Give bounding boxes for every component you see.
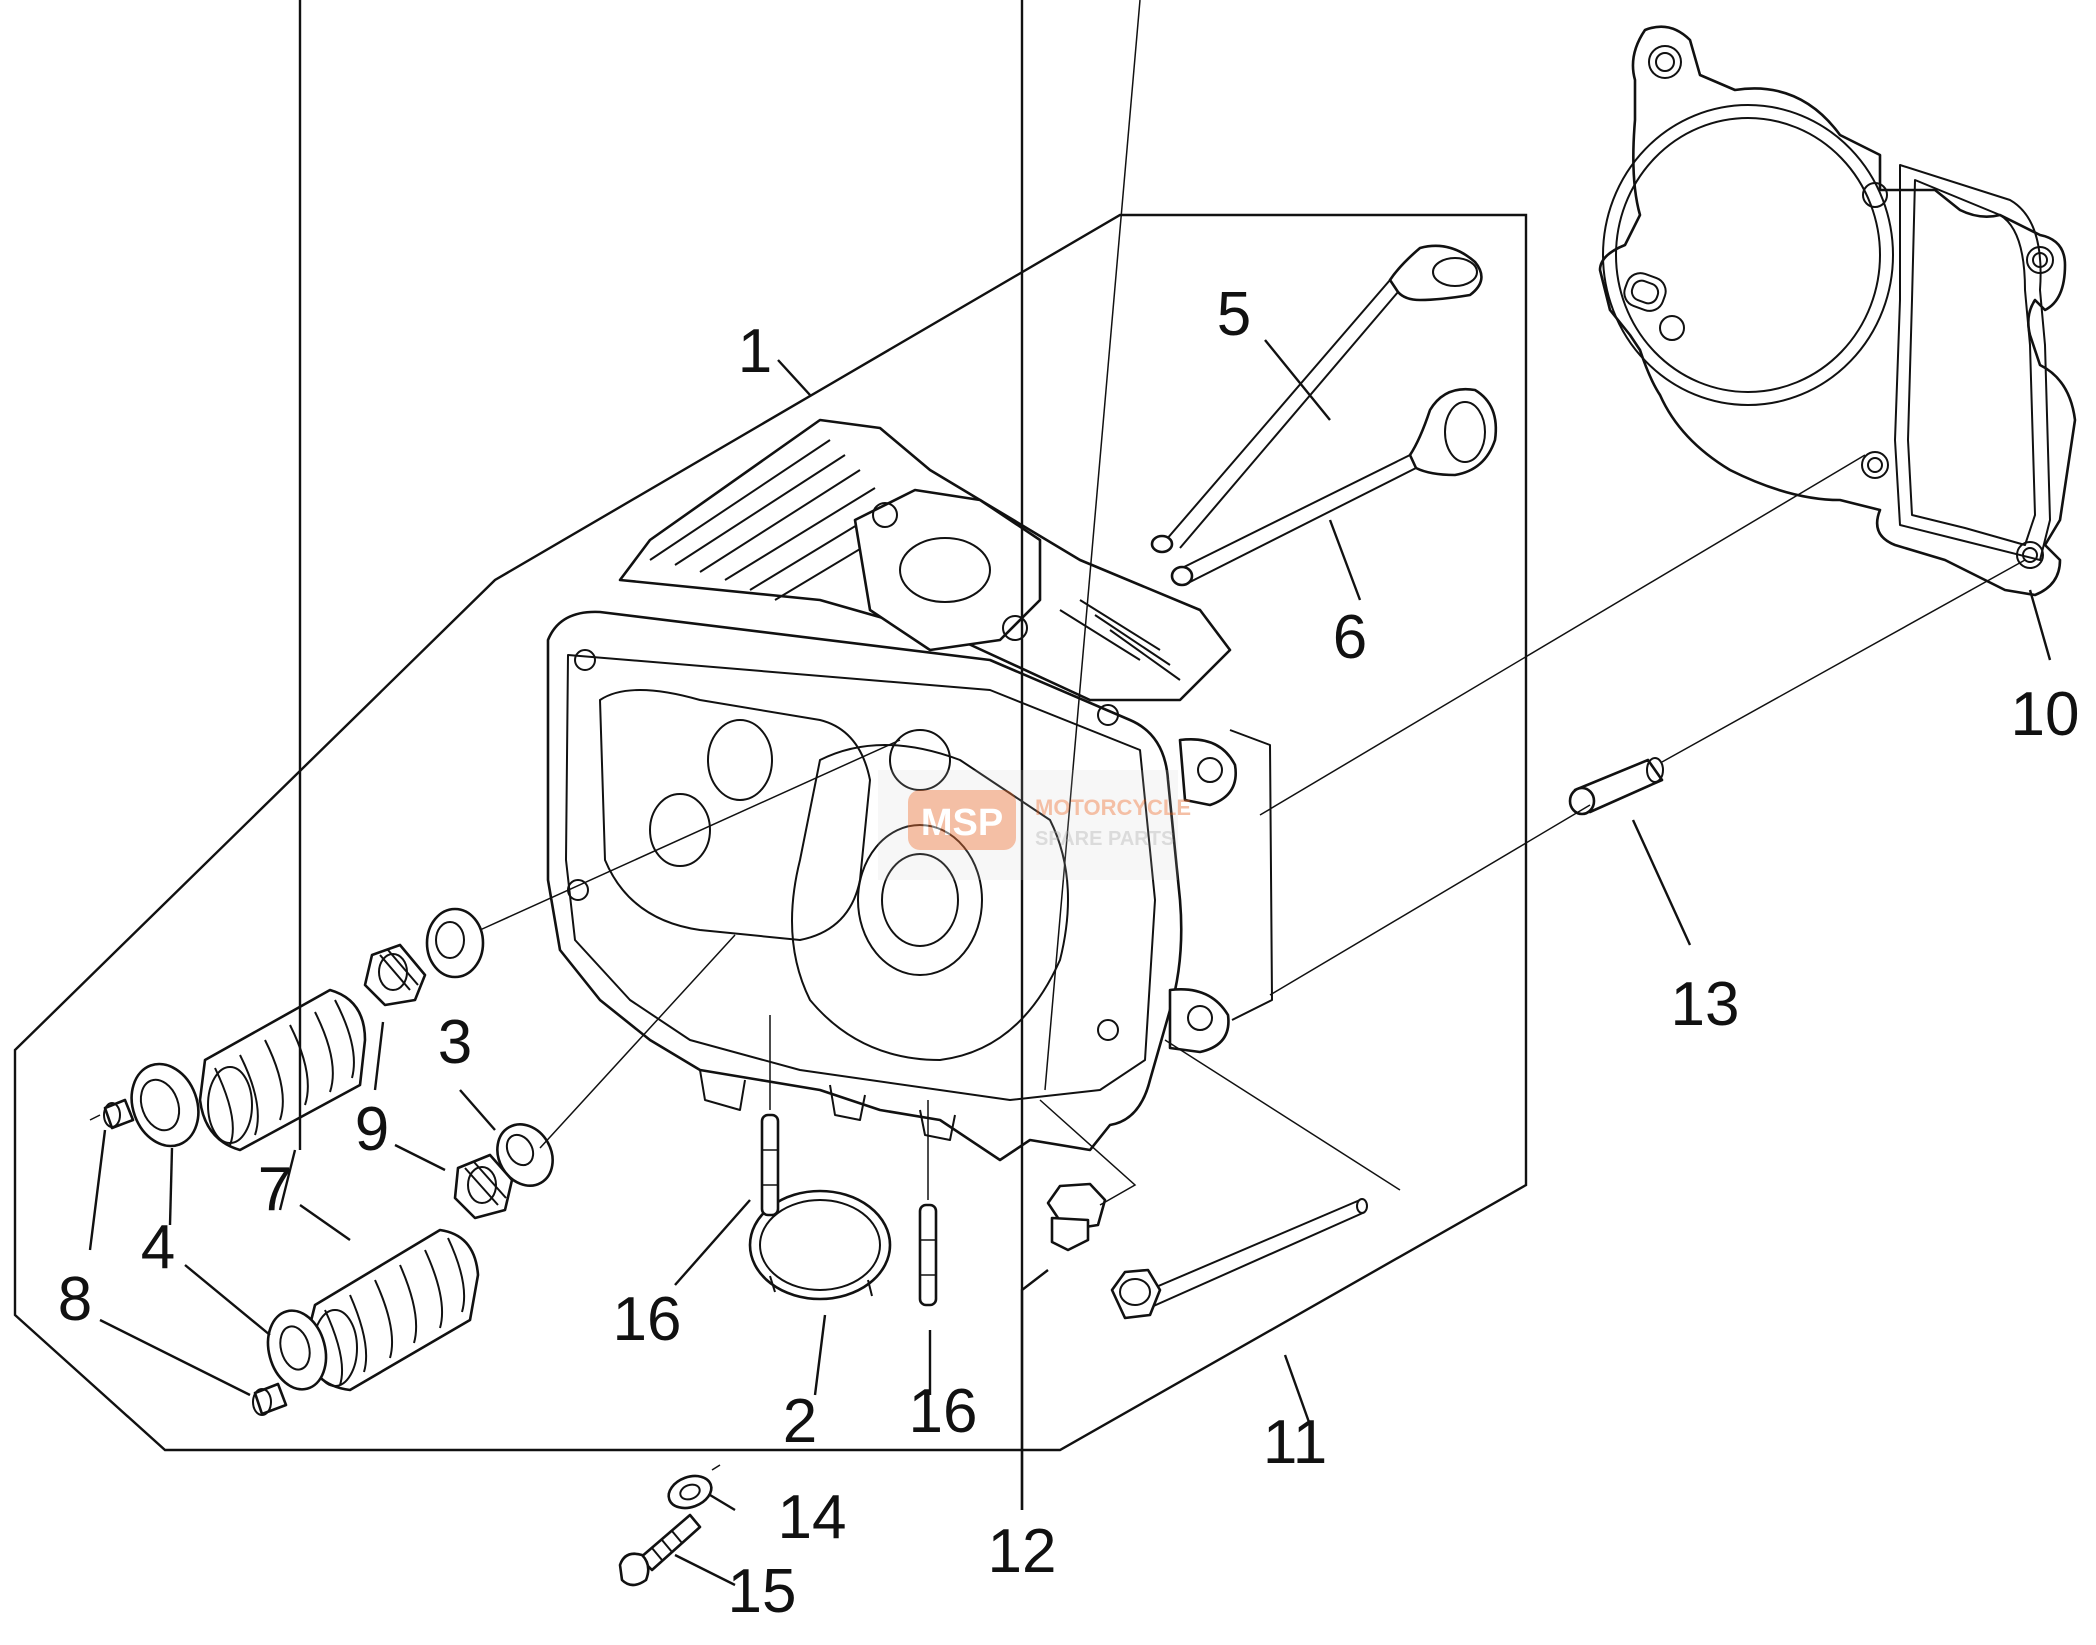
valve-spring-lower-part[interactable] [303, 1228, 480, 1392]
screw-part[interactable] [618, 1513, 702, 1587]
callout-9: 9 [355, 1095, 389, 1164]
callout-16-right: 16 [909, 1377, 978, 1446]
valve-oil-seal-lower-part[interactable] [453, 1153, 514, 1220]
callout-8: 8 [58, 1265, 92, 1334]
callout-16-left: 16 [613, 1285, 682, 1354]
callout-15: 15 [728, 1557, 797, 1626]
watermark-logo-icon: MSP [908, 790, 1016, 850]
valve-cotter-upper-part[interactable] [103, 1098, 135, 1130]
callout-2: 2 [783, 1387, 817, 1456]
callout-1: 1 [738, 317, 772, 386]
washer-part[interactable] [664, 1470, 716, 1513]
callout-7: 7 [258, 1155, 292, 1224]
leader-lines [88, 0, 2052, 1587]
callout-12: 12 [988, 1517, 1057, 1586]
valve-spring-upper-part[interactable] [198, 988, 367, 1152]
valve-cotter-lower-part[interactable] [252, 1382, 288, 1416]
callout-3: 3 [438, 1008, 472, 1077]
callout-13: 13 [1671, 970, 1740, 1039]
intake-valve-part[interactable] [1170, 387, 1498, 587]
watermark-line1: MOTORCYCLE [1035, 795, 1191, 820]
watermark: MSP MOTORCYCLE SPARE PARTS [878, 770, 1191, 880]
svg-text:MSP: MSP [921, 802, 1003, 844]
callout-10: 10 [2011, 680, 2080, 749]
dowel-16-left-part[interactable] [760, 1113, 780, 1217]
head-gasket-part[interactable] [1598, 25, 2077, 597]
long-stud-bolt-part[interactable] [1110, 1198, 1368, 1320]
valve-shim-upper-part[interactable] [425, 907, 485, 979]
exhaust-valve-part[interactable] [1150, 244, 1483, 554]
callout-11: 11 [1263, 1408, 1327, 1477]
callout-5: 5 [1217, 280, 1251, 349]
callout-4: 4 [141, 1213, 175, 1282]
watermark-line2: SPARE PARTS [1035, 828, 1174, 850]
spring-retainer-lower-part[interactable] [260, 1304, 335, 1396]
o-ring-part[interactable] [748, 1189, 892, 1301]
callout-14: 14 [778, 1483, 847, 1552]
dowel-pin-part[interactable] [1568, 757, 1664, 816]
plug-screw-part[interactable] [1046, 1182, 1107, 1252]
valve-oil-seal-upper-part[interactable] [363, 943, 427, 1007]
callout-6: 6 [1333, 603, 1367, 672]
spring-retainer-upper-part[interactable] [121, 1055, 210, 1156]
dowel-16-right-part[interactable] [918, 1203, 938, 1307]
cylinder-head-group-frame [13, 213, 1528, 1452]
